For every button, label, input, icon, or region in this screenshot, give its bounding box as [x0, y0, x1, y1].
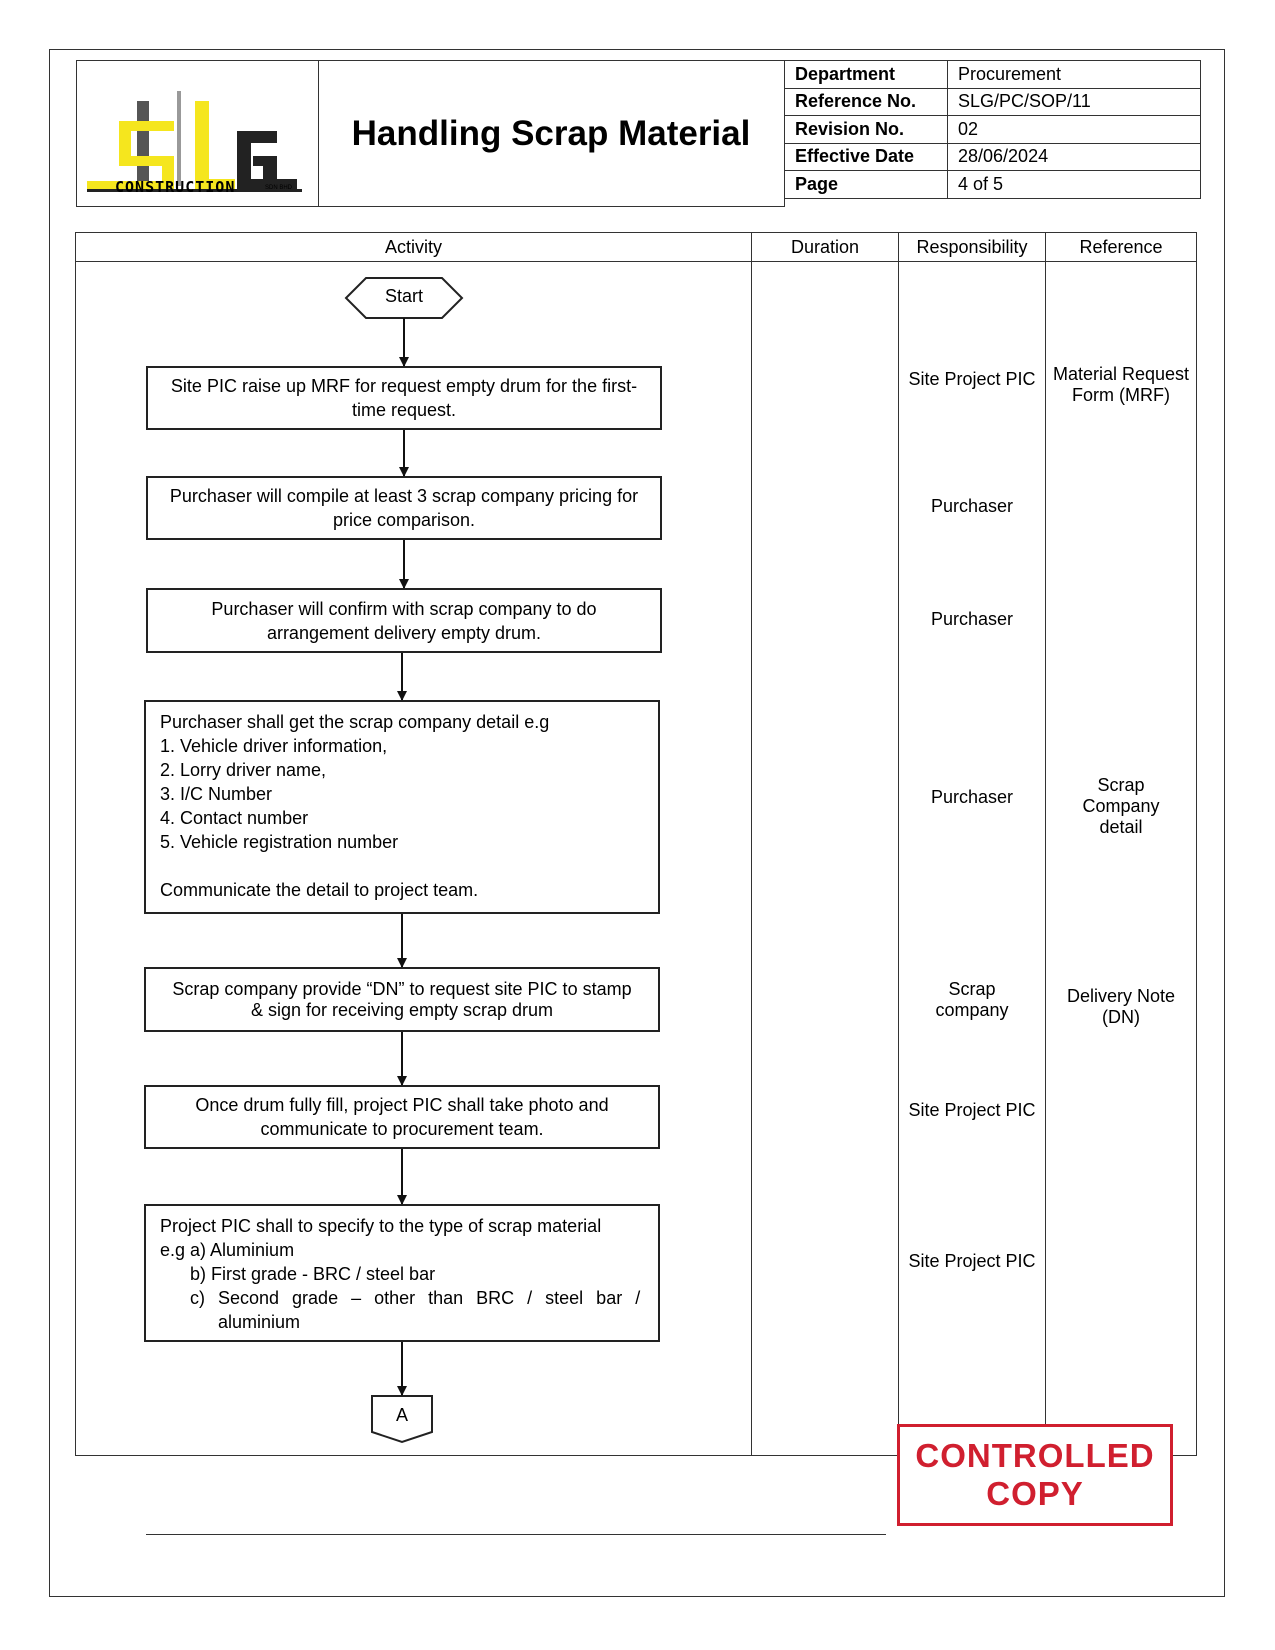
controlled-copy-stamp: CONTROLLED COPY	[897, 1424, 1173, 1526]
step-text-line: & sign for receiving empty scrap drum	[250, 999, 554, 1020]
responsibility-step2: Purchaser	[930, 496, 1014, 516]
meta-value: SLG/PC/SOP/11	[947, 87, 1201, 116]
responsibility-step5: Scrap company	[935, 979, 1009, 1020]
logo-graphic	[87, 91, 302, 192]
column-header-activity: Activity	[384, 236, 442, 257]
step-text-line: e.g a) Aluminium	[160, 1240, 295, 1260]
responsibility-step7: Site Project PIC	[908, 1251, 1036, 1271]
meta-row-reference: Reference No.SLG/PC/SOP/11	[784, 87, 1201, 116]
reference-step5: Delivery Note (DN)	[1066, 986, 1176, 1027]
detail-item: 1. Vehicle driver information,	[160, 736, 388, 756]
detail-item: 4. Contact number	[160, 808, 309, 828]
footer-rule	[146, 1534, 886, 1535]
detail-item: 2. Lorry driver name,	[160, 760, 327, 780]
meta-value: 4 of 5	[947, 170, 1201, 199]
step-intro: Purchaser shall get the scrap company de…	[160, 712, 550, 732]
meta-key: Reference No.	[784, 87, 948, 116]
flow-step-compile-pricing: Purchaser will compile at least 3 scrap …	[146, 476, 662, 540]
meta-key: Effective Date	[784, 142, 948, 171]
flow-step-take-photo: Once drum fully fill, project PIC shall …	[144, 1085, 660, 1149]
document-title: Handling Scrap Material	[318, 60, 785, 207]
flow-step-request-drum: Site PIC raise up MRF for request empty …	[146, 366, 662, 430]
step-text: Site PIC raise up MRF for request empty …	[170, 376, 638, 420]
column-header-reference: Reference	[1079, 236, 1163, 257]
stamp-line: COPY	[986, 1475, 1084, 1512]
reference-step4: Scrap Company detail	[1082, 775, 1160, 837]
detail-item: 5. Vehicle registration number	[160, 832, 399, 852]
meta-row-revision: Revision No.02	[784, 115, 1201, 144]
step-outro: Communicate the detail to project team.	[160, 880, 479, 900]
responsibility-step4: Purchaser	[930, 787, 1014, 807]
step-text-line: Project PIC shall to specify to the type…	[160, 1216, 602, 1236]
flow-step-delivery-note: Scrap company provide “DN” to request si…	[144, 967, 660, 1032]
stamp-line: CONTROLLED	[915, 1437, 1155, 1474]
responsibility-step1: Site Project PIC	[908, 369, 1036, 389]
step-text: Once drum fully fill, project PIC shall …	[195, 1095, 609, 1139]
meta-key: Page	[784, 170, 948, 199]
column-header-responsibility: Responsibility	[916, 236, 1028, 257]
step-text: Purchaser will confirm with scrap compan…	[211, 598, 597, 643]
page-frame	[49, 49, 1225, 1597]
step-text-line: c) Second grade – other than BRC / steel…	[190, 1288, 641, 1308]
step-text-line: Scrap company provide “DN” to request si…	[172, 978, 632, 999]
column-header-duration: Duration	[790, 236, 860, 257]
logo-smalltext: SDN BHD	[265, 185, 293, 191]
step-text: Purchaser will compile at least 3 scrap …	[169, 486, 639, 530]
connector-a-label: A	[395, 1405, 408, 1425]
flow-step-confirm-delivery: Purchaser will confirm with scrap compan…	[146, 588, 662, 653]
step-text-line: b) First grade - BRC / steel bar	[190, 1264, 436, 1284]
detail-item: 3. I/C Number	[160, 784, 273, 804]
logo-subtext: CONSTRUCTION	[115, 178, 236, 196]
meta-value: 02	[947, 115, 1201, 144]
company-logo: CONSTRUCTION SDN BHD	[76, 60, 319, 207]
reference-step1: Material Request Form (MRF)	[1052, 364, 1190, 405]
flow-step-specify-material: Project PIC shall to specify to the type…	[144, 1204, 660, 1342]
start-terminator	[344, 277, 464, 319]
responsibility-step6: Site Project PIC	[908, 1100, 1036, 1120]
meta-value: 28/06/2024	[947, 142, 1201, 171]
flow-step-company-detail: Purchaser shall get the scrap company de…	[144, 700, 660, 914]
start-label: Start	[384, 286, 423, 306]
responsibility-step3: Purchaser	[930, 609, 1014, 629]
connector-a-shape	[371, 1395, 433, 1444]
meta-key: Revision No.	[784, 115, 948, 144]
step-text-line: aluminium	[218, 1312, 301, 1332]
